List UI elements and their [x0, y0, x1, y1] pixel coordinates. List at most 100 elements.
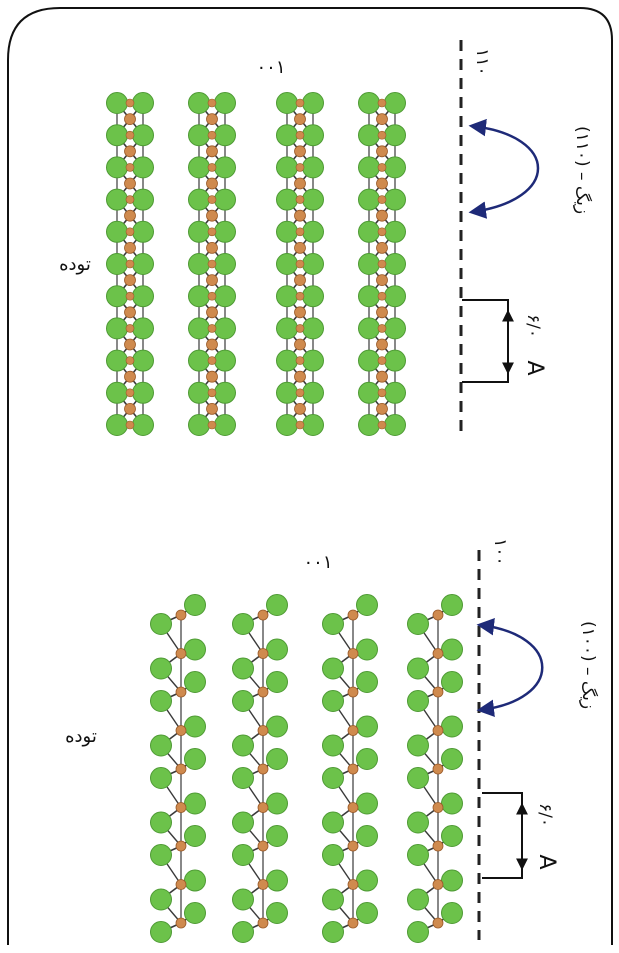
chalcogen-atom	[266, 792, 288, 815]
zigzag-chain	[150, 594, 206, 943]
metal-atom	[377, 324, 387, 333]
top-edge-label: (۱۱۰) – زیگ	[572, 126, 593, 214]
chalcogen-atom	[232, 767, 254, 789]
chalcogen-atom	[266, 869, 288, 892]
chalcogen-atom	[266, 638, 288, 661]
chalcogen-atom	[132, 92, 154, 114]
zigzag-chain	[232, 594, 288, 943]
chalcogen-atom	[188, 349, 210, 372]
metal-atom	[295, 324, 305, 333]
chalcogen-atom	[302, 381, 324, 404]
chalcogen-atom	[384, 285, 406, 308]
top-spacing-value: ۶/۰	[523, 314, 543, 338]
chalcogen-atom	[441, 792, 463, 815]
metal-atom	[207, 259, 217, 269]
chalcogen-atom	[184, 671, 206, 693]
chalcogen-atom	[266, 902, 288, 924]
chalcogen-atom	[188, 381, 210, 404]
metal-atom	[206, 274, 218, 287]
metal-atom	[432, 879, 444, 890]
metal-atom	[295, 130, 305, 140]
chalcogen-atom	[276, 285, 298, 308]
metal-atom	[257, 763, 269, 775]
chalcogen-atom	[188, 156, 210, 179]
chalcogen-atom	[214, 188, 236, 211]
metal-atom	[175, 725, 187, 736]
chalcogen-atom	[302, 124, 324, 147]
bottom-spacing-unit: A	[534, 854, 559, 869]
metal-atom	[125, 388, 135, 398]
chalcogen-atom	[358, 124, 380, 147]
metal-atom	[376, 209, 388, 222]
chalcogen-atom	[106, 317, 128, 340]
metal-atom	[295, 98, 305, 108]
metal-atom	[207, 130, 217, 140]
chalcogen-atom	[384, 381, 406, 404]
chalcogen-atom	[150, 767, 172, 789]
metal-atom	[206, 177, 218, 190]
metal-atom	[376, 113, 388, 125]
chalcogen-atom	[441, 671, 463, 693]
metal-atom	[347, 802, 359, 813]
chalcogen-atom	[322, 888, 344, 911]
chalcogen-atom	[384, 92, 406, 114]
metal-atom	[377, 291, 387, 301]
chalcogen-atom	[106, 220, 128, 243]
chalcogen-atom	[407, 613, 429, 635]
chalcogen-atom	[106, 285, 128, 308]
metal-atom	[295, 227, 305, 237]
chalcogen-atom	[106, 156, 128, 179]
chalcogen-atom	[302, 188, 324, 211]
chalcogen-atom	[214, 349, 236, 372]
chalcogen-atom	[214, 381, 236, 404]
metal-atom	[295, 388, 305, 398]
metal-atom	[206, 402, 218, 415]
chalcogen-atom	[358, 156, 380, 179]
metal-atom	[124, 241, 136, 254]
chalcogen-atom	[441, 748, 463, 770]
metal-atom	[295, 163, 305, 172]
chalcogen-atom	[266, 671, 288, 693]
chalcogen-atom	[214, 317, 236, 340]
chalcogen-atom	[276, 414, 298, 436]
chalcogen-atom	[358, 414, 380, 436]
metal-atom	[175, 763, 187, 775]
metal-atom	[377, 195, 387, 204]
bottom-surface-label: ۱۰۰	[490, 538, 510, 565]
metal-atom	[124, 209, 136, 222]
chalcogen-atom	[322, 767, 344, 789]
chalcogen-atom	[214, 124, 236, 147]
chalcogen-atom	[276, 381, 298, 404]
bottom-edge-label: (۱۰۰) – زیگ	[578, 621, 599, 709]
chalcogen-atom	[132, 188, 154, 211]
metal-atom	[207, 324, 217, 333]
chalcogen-atom	[441, 638, 463, 661]
metal-atom	[125, 195, 135, 204]
chalcogen-atom	[106, 381, 128, 404]
chalcogen-atom	[214, 92, 236, 114]
metal-atom	[175, 879, 187, 890]
metal-atom	[257, 609, 269, 621]
metal-atom	[377, 227, 387, 237]
metal-atom	[207, 163, 217, 172]
chalcogen-atom	[276, 92, 298, 114]
metal-atom	[347, 648, 359, 659]
chalcogen-atom	[276, 220, 298, 243]
chalcogen-atom	[407, 690, 429, 712]
chalcogen-atom	[384, 253, 406, 275]
metal-atom	[376, 370, 388, 383]
metal-atom	[377, 98, 387, 108]
top-spacing-unit: A	[522, 360, 547, 375]
metal-atom	[206, 370, 218, 383]
chalcogen-atom	[384, 317, 406, 340]
chalcogen-atom	[407, 844, 429, 866]
metal-atom	[207, 388, 217, 398]
chalcogen-atom	[132, 381, 154, 404]
metal-atom	[294, 338, 306, 351]
chalcogen-atom	[356, 671, 378, 693]
chalcogen-atom	[356, 715, 378, 738]
chalcogen-atom	[358, 253, 380, 275]
chalcogen-atom	[232, 844, 254, 866]
chalcogen-atom	[358, 188, 380, 211]
metal-atom	[125, 324, 135, 333]
